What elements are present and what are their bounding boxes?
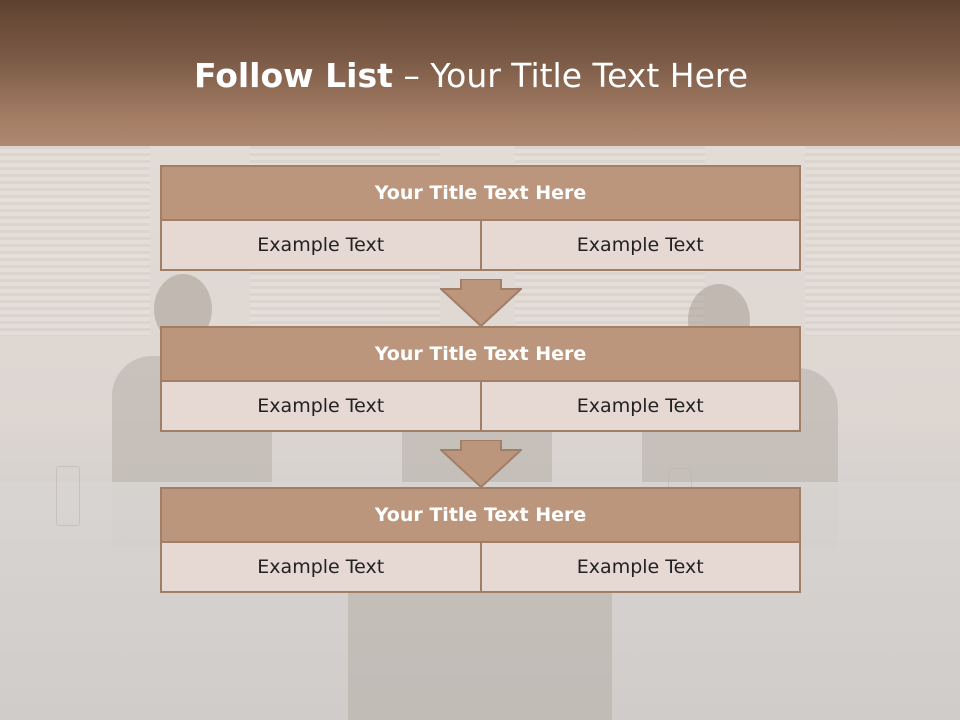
flow-step-2: Your Title Text Here Example Text Exampl… [160,326,801,432]
slide-title-bold: Follow List [193,56,393,95]
window-blinds [0,146,150,336]
step-cell-left: Example Text [257,234,385,256]
down-arrow-icon [440,279,522,327]
step-row: Example Text Example Text [160,543,801,593]
flow-step-3: Your Title Text Here Example Text Exampl… [160,487,801,593]
down-arrow-icon [440,440,522,488]
step-cell-right: Example Text [479,382,800,430]
water-glass [56,466,80,526]
step-row: Example Text Example Text [160,221,801,271]
step-cell-left: Example Text [257,395,385,417]
step-cell-left: Example Text [257,556,385,578]
step-title: Your Title Text Here [160,165,801,221]
step-cell-right: Example Text [479,221,800,269]
step-cell-right: Example Text [479,543,800,591]
window-blinds [805,146,960,336]
flow-step-1: Your Title Text Here Example Text Exampl… [160,165,801,271]
title-banner [0,0,960,146]
step-row: Example Text Example Text [160,382,801,432]
person-back [348,586,612,720]
slide-title-rest: – Your Title Text Here [392,56,749,95]
step-title: Your Title Text Here [160,326,801,382]
slide-title: Follow List – Your Title Text Here [0,54,942,98]
step-title: Your Title Text Here [160,487,801,543]
